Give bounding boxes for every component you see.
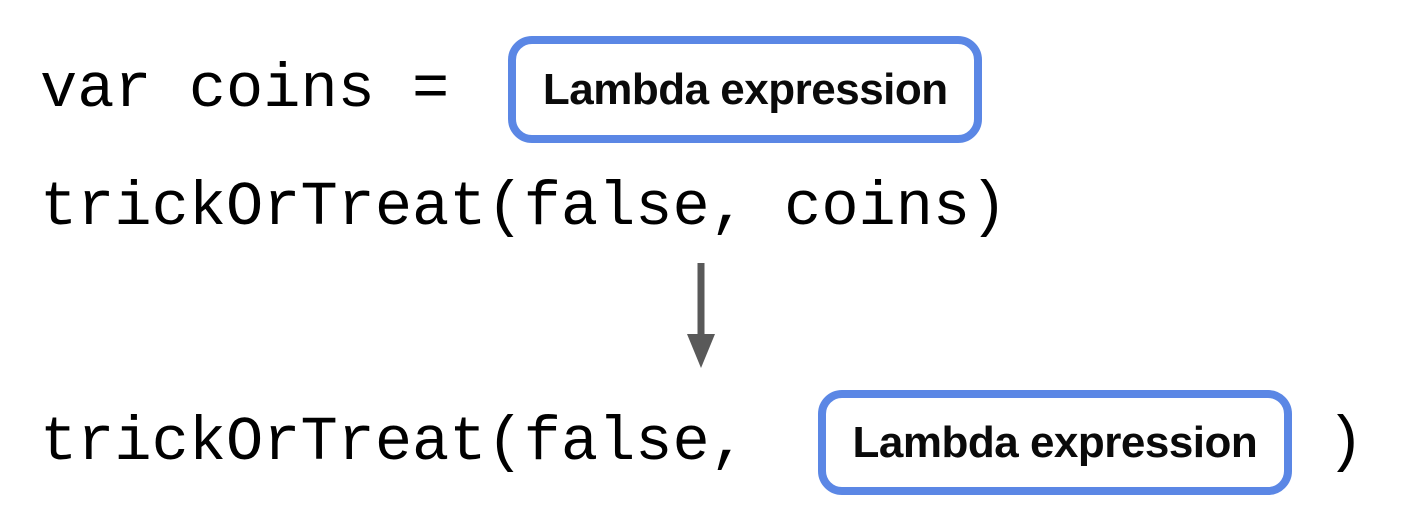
assignment-line: var coins = Lambda expression: [40, 36, 983, 143]
code-call-before-lambda: trickOrTreat(false,: [40, 406, 747, 478]
code-closing-paren: ): [1326, 406, 1365, 478]
original-call-line: trickOrTreat(false, coins): [40, 177, 1007, 239]
code-call-with-coins: trickOrTreat(false, coins): [40, 172, 1008, 243]
inlined-call-line: trickOrTreat(false, Lambda expression ): [40, 390, 1364, 495]
down-arrow-icon: [687, 263, 715, 368]
lambda-expression-box-1: Lambda expression: [508, 36, 983, 143]
code-var-declaration: var coins =: [40, 53, 450, 125]
lambda-expression-label-2: Lambda expression: [852, 417, 1258, 467]
lambda-expression-box-2: Lambda expression: [817, 390, 1292, 495]
lambda-expression-label-1: Lambda expression: [542, 64, 948, 114]
